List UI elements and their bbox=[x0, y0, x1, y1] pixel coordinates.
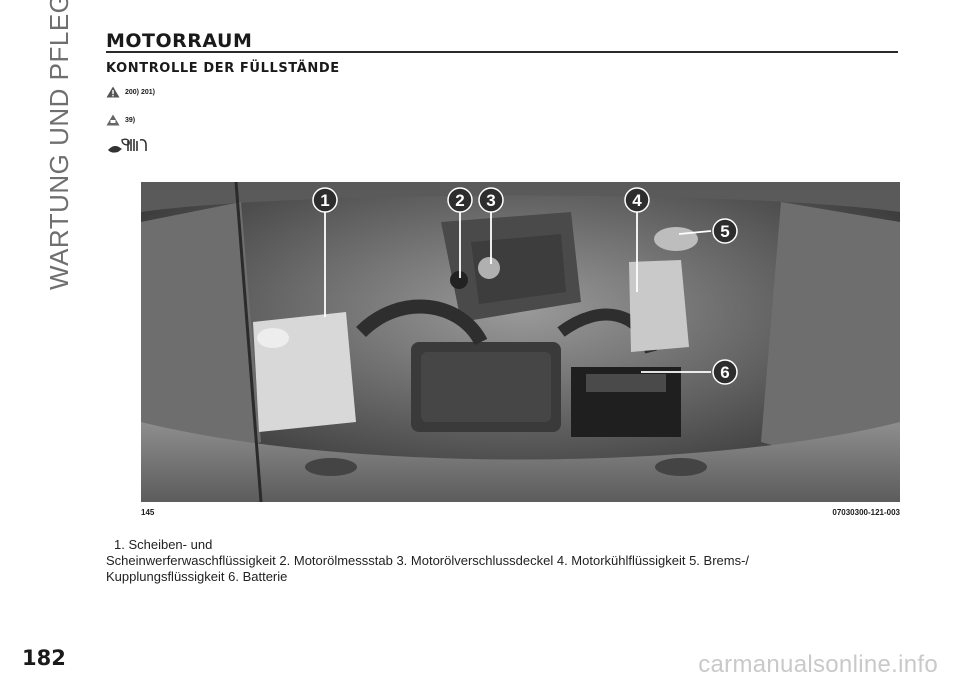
caution-triangle-icon bbox=[106, 114, 120, 126]
svg-text:4: 4 bbox=[632, 191, 642, 210]
callout-3: 3 bbox=[478, 187, 504, 213]
svg-text:2: 2 bbox=[455, 191, 464, 210]
engine-bay-photo: 1 2 3 4 5 6 bbox=[141, 182, 900, 502]
section-subheading: KONTROLLE DER FÜLLSTÄNDE bbox=[106, 61, 340, 76]
chapter-side-title: WARTUNG UND PFLEGE bbox=[44, 0, 74, 290]
caption-line: Scheinwerferwaschflüssigkeit 2. Motorölm… bbox=[106, 553, 750, 568]
callout-4: 4 bbox=[624, 187, 650, 213]
eco-hand-leaf-icon bbox=[106, 136, 152, 161]
caption-line: Kupplungsflüssigkeit 6. Batterie bbox=[106, 569, 288, 584]
svg-text:5: 5 bbox=[720, 222, 729, 241]
page-number: 182 bbox=[22, 646, 66, 670]
caution-refs: 39) bbox=[125, 116, 136, 124]
warning-triangle-icon bbox=[106, 86, 120, 98]
warning-refs: 200) 201) bbox=[125, 88, 155, 96]
caption-line: 1. Scheiben- und bbox=[114, 537, 213, 552]
callout-5: 5 bbox=[712, 218, 738, 244]
caution-reference: 39) bbox=[106, 114, 135, 126]
figure-caption: 1. Scheiben- und Scheinwerferwaschflüssi… bbox=[106, 537, 896, 585]
figure-code: 07030300-121-003 bbox=[832, 508, 900, 517]
page-heading: MOTORRAUM bbox=[106, 30, 253, 52]
figure-number: 145 bbox=[141, 508, 155, 517]
svg-text:1: 1 bbox=[320, 191, 329, 210]
watermark: carmanualsonline.info bbox=[698, 651, 938, 678]
svg-text:3: 3 bbox=[486, 191, 495, 210]
svg-text:6: 6 bbox=[720, 363, 729, 382]
warning-reference: 200) 201) bbox=[106, 86, 155, 98]
heading-rule bbox=[106, 51, 898, 53]
callout-2: 2 bbox=[447, 187, 473, 213]
callout-6: 6 bbox=[712, 359, 738, 385]
callout-1: 1 bbox=[312, 187, 338, 213]
